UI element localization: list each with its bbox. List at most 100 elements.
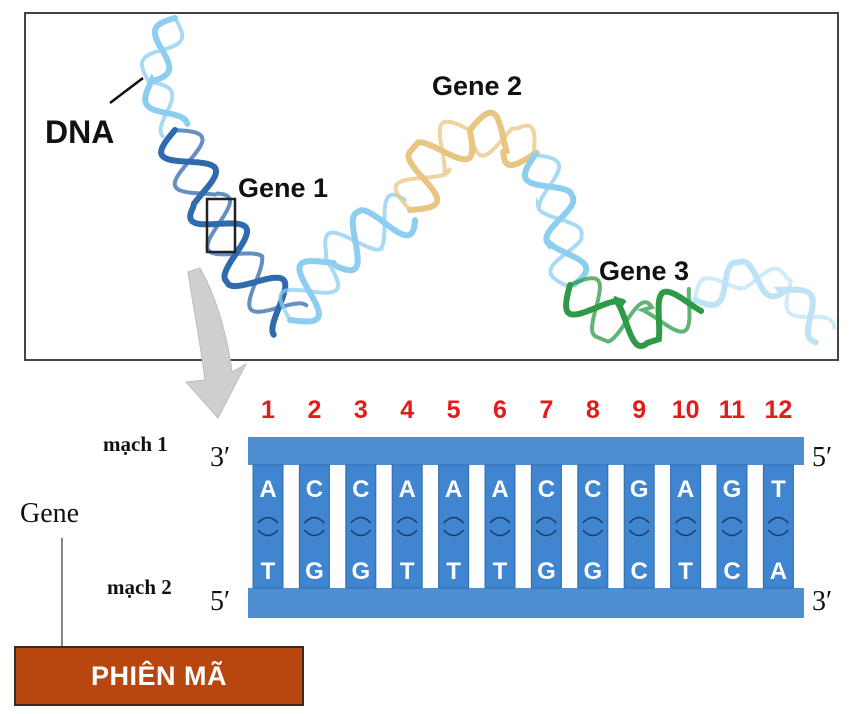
strand-1-right-end: 5′ (812, 442, 832, 473)
strand-1-base: A (259, 476, 276, 503)
base-pair: CG (530, 464, 562, 589)
helix-segment-linker-2-strand-2 (533, 153, 584, 288)
strand-2-base: G (537, 558, 556, 585)
helix-segment-start-strand-1 (142, 15, 191, 127)
strand-2-base: C (631, 558, 648, 585)
base-pair-block (623, 464, 655, 589)
strand-2-base: T (261, 558, 276, 585)
zoom-arrow (184, 267, 248, 419)
hydrogen-bond (489, 516, 511, 537)
helix-segment-gene-3 (563, 276, 705, 350)
strand-1-base: T (771, 476, 786, 503)
hydrogen-bond (582, 516, 604, 537)
helix-segment-end-strand-2 (693, 266, 837, 330)
strand-1-base: A (445, 476, 462, 503)
strand-1-base: A (399, 476, 416, 503)
strand-1-base: C (352, 476, 369, 503)
base-pair-block (762, 464, 794, 589)
strand-1-base: G (723, 476, 742, 503)
base-pair: AT (252, 464, 284, 589)
strand-2-backbone (248, 588, 804, 618)
helix-segment-gene-3-strand-1 (563, 282, 705, 350)
base-pair-block (298, 464, 330, 589)
strand-1-base: C (306, 476, 323, 503)
helix-segment-linker-1 (278, 192, 419, 325)
strand-2-base: G (583, 558, 602, 585)
dna-helix (140, 15, 837, 350)
base-pair-block (716, 464, 748, 589)
strand-1-base: G (630, 476, 649, 503)
strand-1-base: A (491, 476, 508, 503)
base-pair: AT (670, 464, 702, 589)
base-pair: GC (716, 464, 748, 589)
strand-2-left-end: 5′ (210, 586, 230, 617)
hydrogen-bond (721, 516, 743, 537)
helix-segment-end (692, 258, 837, 346)
strand-2-base: T (493, 558, 508, 585)
strand-1-left-end: 3′ (210, 442, 230, 473)
position-number: 5 (447, 396, 461, 424)
helix-segment-gene-2-strand-2 (393, 119, 537, 212)
position-number: 7 (539, 396, 553, 424)
position-number: 4 (400, 396, 414, 424)
strand-1-base: C (584, 476, 601, 503)
helix-segment-linker-2-strand-1 (522, 152, 590, 288)
hydrogen-bond (675, 516, 697, 537)
strand-2-base: T (678, 558, 693, 585)
base-pair-block (530, 464, 562, 589)
helix-segment-end-strand-1 (692, 258, 819, 346)
position-number: 9 (632, 396, 646, 424)
strand-1-label: mạch 1 (103, 432, 168, 456)
strand-2-base: G (351, 558, 370, 585)
base-pair-block (438, 464, 470, 589)
base-pair-block (484, 464, 516, 589)
strand-2-base: A (770, 558, 787, 585)
hydrogen-bond (767, 516, 789, 537)
dna-label: DNA (45, 114, 114, 150)
gene-2-label: Gene 2 (432, 71, 522, 101)
hydrogen-bond (350, 516, 372, 537)
strand-2-base: T (400, 558, 415, 585)
base-pair: AT (391, 464, 423, 589)
base-pair-block (670, 464, 702, 589)
strand-2-right-end: 3′ (812, 586, 832, 617)
base-pair: CG (577, 464, 609, 589)
position-number: 12 (764, 396, 792, 424)
hydrogen-bond (396, 516, 418, 537)
dna-pointer-line (109, 77, 144, 104)
gene-label: Gene (20, 498, 79, 529)
position-number: 11 (719, 396, 746, 424)
hydrogen-bond (257, 516, 279, 537)
gene-3-label: Gene 3 (599, 256, 689, 286)
base-pair-block (252, 464, 284, 589)
helix-segment-gene-1-strand-2 (172, 128, 309, 314)
helix-segment-linker-1-strand-2 (278, 192, 407, 322)
strand-2-base: C (723, 558, 740, 585)
strand-1-backbone (248, 437, 804, 465)
position-number: 2 (307, 396, 321, 424)
hydrogen-bond (443, 516, 465, 537)
base-pair: GC (623, 464, 655, 589)
base-pair-block (391, 464, 423, 589)
gene-1-label: Gene 1 (238, 173, 328, 203)
base-pair: TA (762, 464, 794, 589)
transcription-button[interactable]: PHIÊN MÃ (14, 646, 304, 706)
base-pair: CG (345, 464, 377, 589)
helix-segment-gene-2-strand-1 (405, 109, 540, 213)
hydrogen-bond (628, 516, 650, 537)
hydrogen-bond (535, 516, 557, 537)
base-pair: AT (484, 464, 516, 589)
position-number: 3 (354, 396, 368, 424)
helix-segment-start (140, 15, 191, 139)
position-number: 1 (261, 396, 275, 424)
strand-2-base: G (305, 558, 324, 585)
zoom-box (205, 197, 237, 254)
base-pair: AT (438, 464, 470, 589)
position-number: 6 (493, 396, 507, 424)
strand-1-base: A (677, 476, 694, 503)
strand-2-label: mạch 2 (107, 575, 172, 599)
helix-segment-start-strand-2 (140, 16, 185, 139)
